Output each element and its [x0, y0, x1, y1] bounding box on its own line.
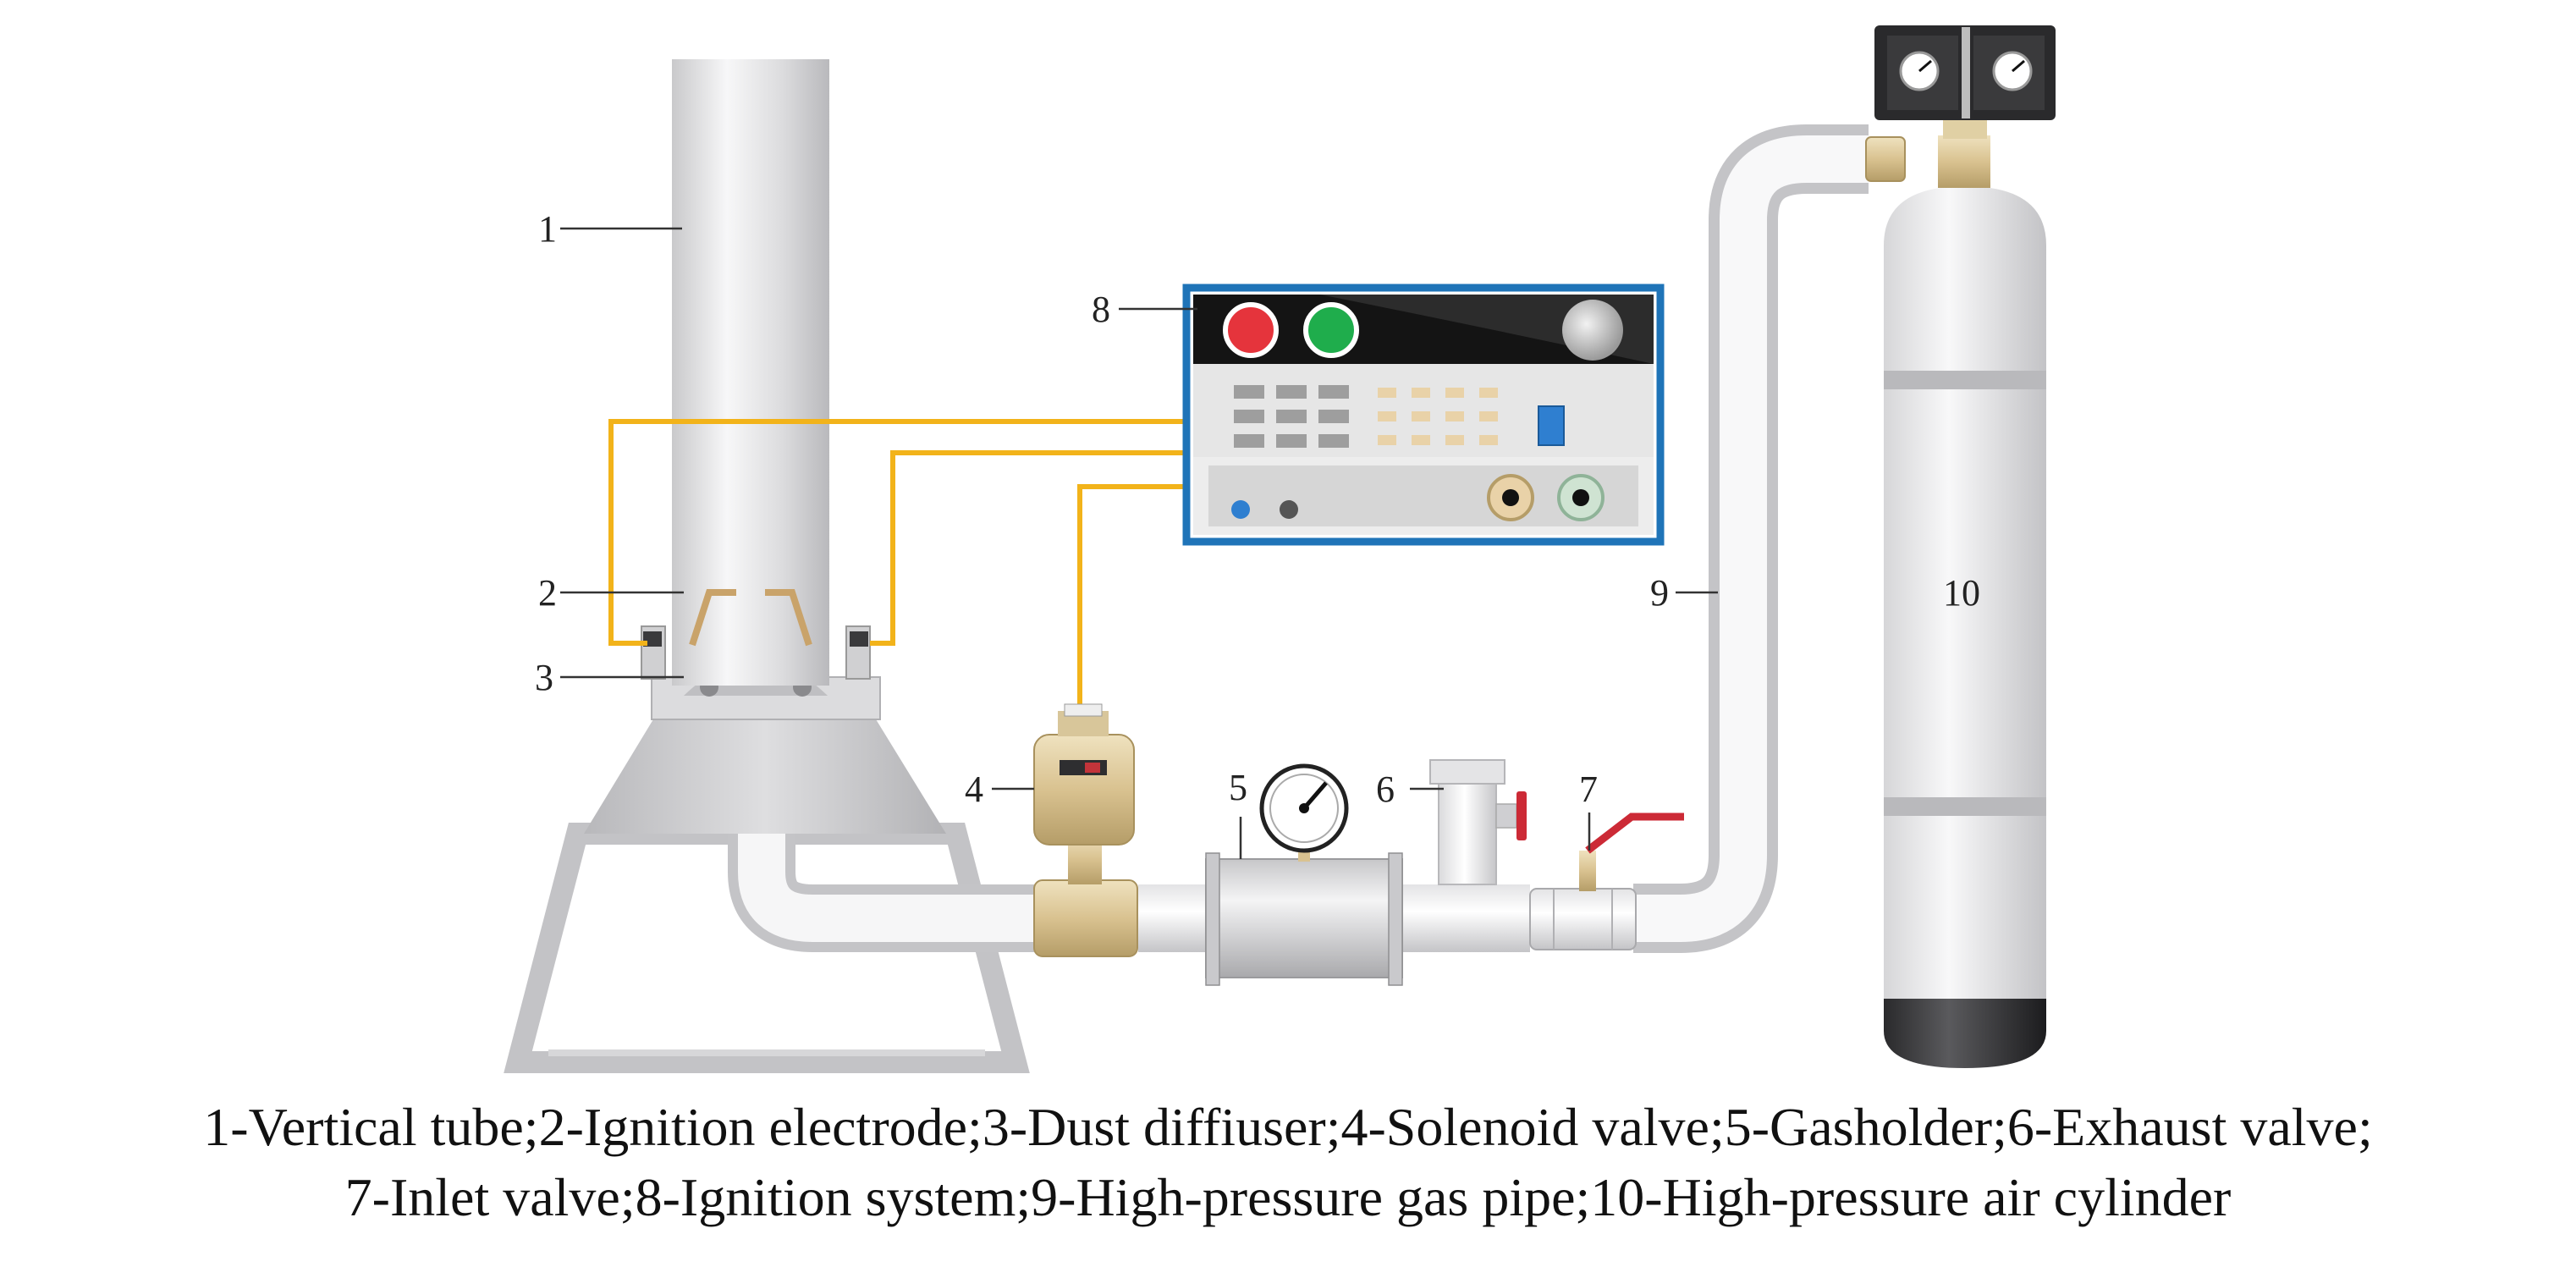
- vertical-tube: [672, 59, 829, 686]
- switch-icon[interactable]: [1280, 500, 1298, 519]
- inlet-valve: [1529, 813, 1684, 950]
- callout-10: 10: [1943, 572, 1980, 614]
- stand: [504, 715, 1030, 1073]
- ignition-system: [1182, 284, 1665, 546]
- callout-6: 6: [1376, 768, 1395, 810]
- callout-5: 5: [1229, 767, 1247, 808]
- stop-button[interactable]: [1303, 302, 1359, 358]
- callout-8: 8: [1092, 289, 1110, 330]
- exhaust-valve: [1429, 759, 1527, 885]
- wires: [608, 419, 1186, 711]
- gasholder: [1205, 829, 1403, 986]
- start-button[interactable]: [1223, 302, 1279, 358]
- ignition-electrode: [689, 589, 812, 647]
- regulator-gauges-icon: [1874, 25, 2056, 120]
- control-keys: [1234, 385, 1349, 448]
- figure-caption: 1-Vertical tube;2-Ignition electrode;3-D…: [0, 1092, 2576, 1232]
- display-icon: [1538, 405, 1565, 446]
- callout-labels: 1 2 3 4 5 6 7 8 9 10: [535, 208, 1980, 810]
- callout-9: 9: [1650, 572, 1669, 614]
- caption-line-2: 7-Inlet valve;8-Ignition system;9-High-p…: [344, 1167, 2232, 1228]
- callout-2: 2: [538, 572, 557, 614]
- high-pressure-gas-pipe: [1633, 124, 1869, 953]
- switch-icon[interactable]: [1231, 500, 1250, 519]
- solenoid-valve: [1033, 703, 1138, 957]
- pressure-gauge-icon: [1259, 763, 1349, 853]
- high-pressure-air-cylinder: [1865, 118, 2046, 1068]
- callout-7: 7: [1579, 768, 1598, 810]
- caption-line-1: 1-Vertical tube;2-Ignition electrode;3-D…: [203, 1097, 2373, 1157]
- callout-1: 1: [538, 208, 557, 250]
- callout-3: 3: [535, 657, 553, 698]
- main-knob-icon[interactable]: [1562, 300, 1623, 361]
- apparatus-diagram: 1 2 3 4 5 6 7 8 9 10: [504, 25, 2056, 1073]
- callout-4: 4: [965, 768, 983, 810]
- gas-pipe-lower: [728, 834, 1530, 952]
- indicator-dots: [1378, 388, 1498, 445]
- callout-leaders: [560, 227, 1718, 859]
